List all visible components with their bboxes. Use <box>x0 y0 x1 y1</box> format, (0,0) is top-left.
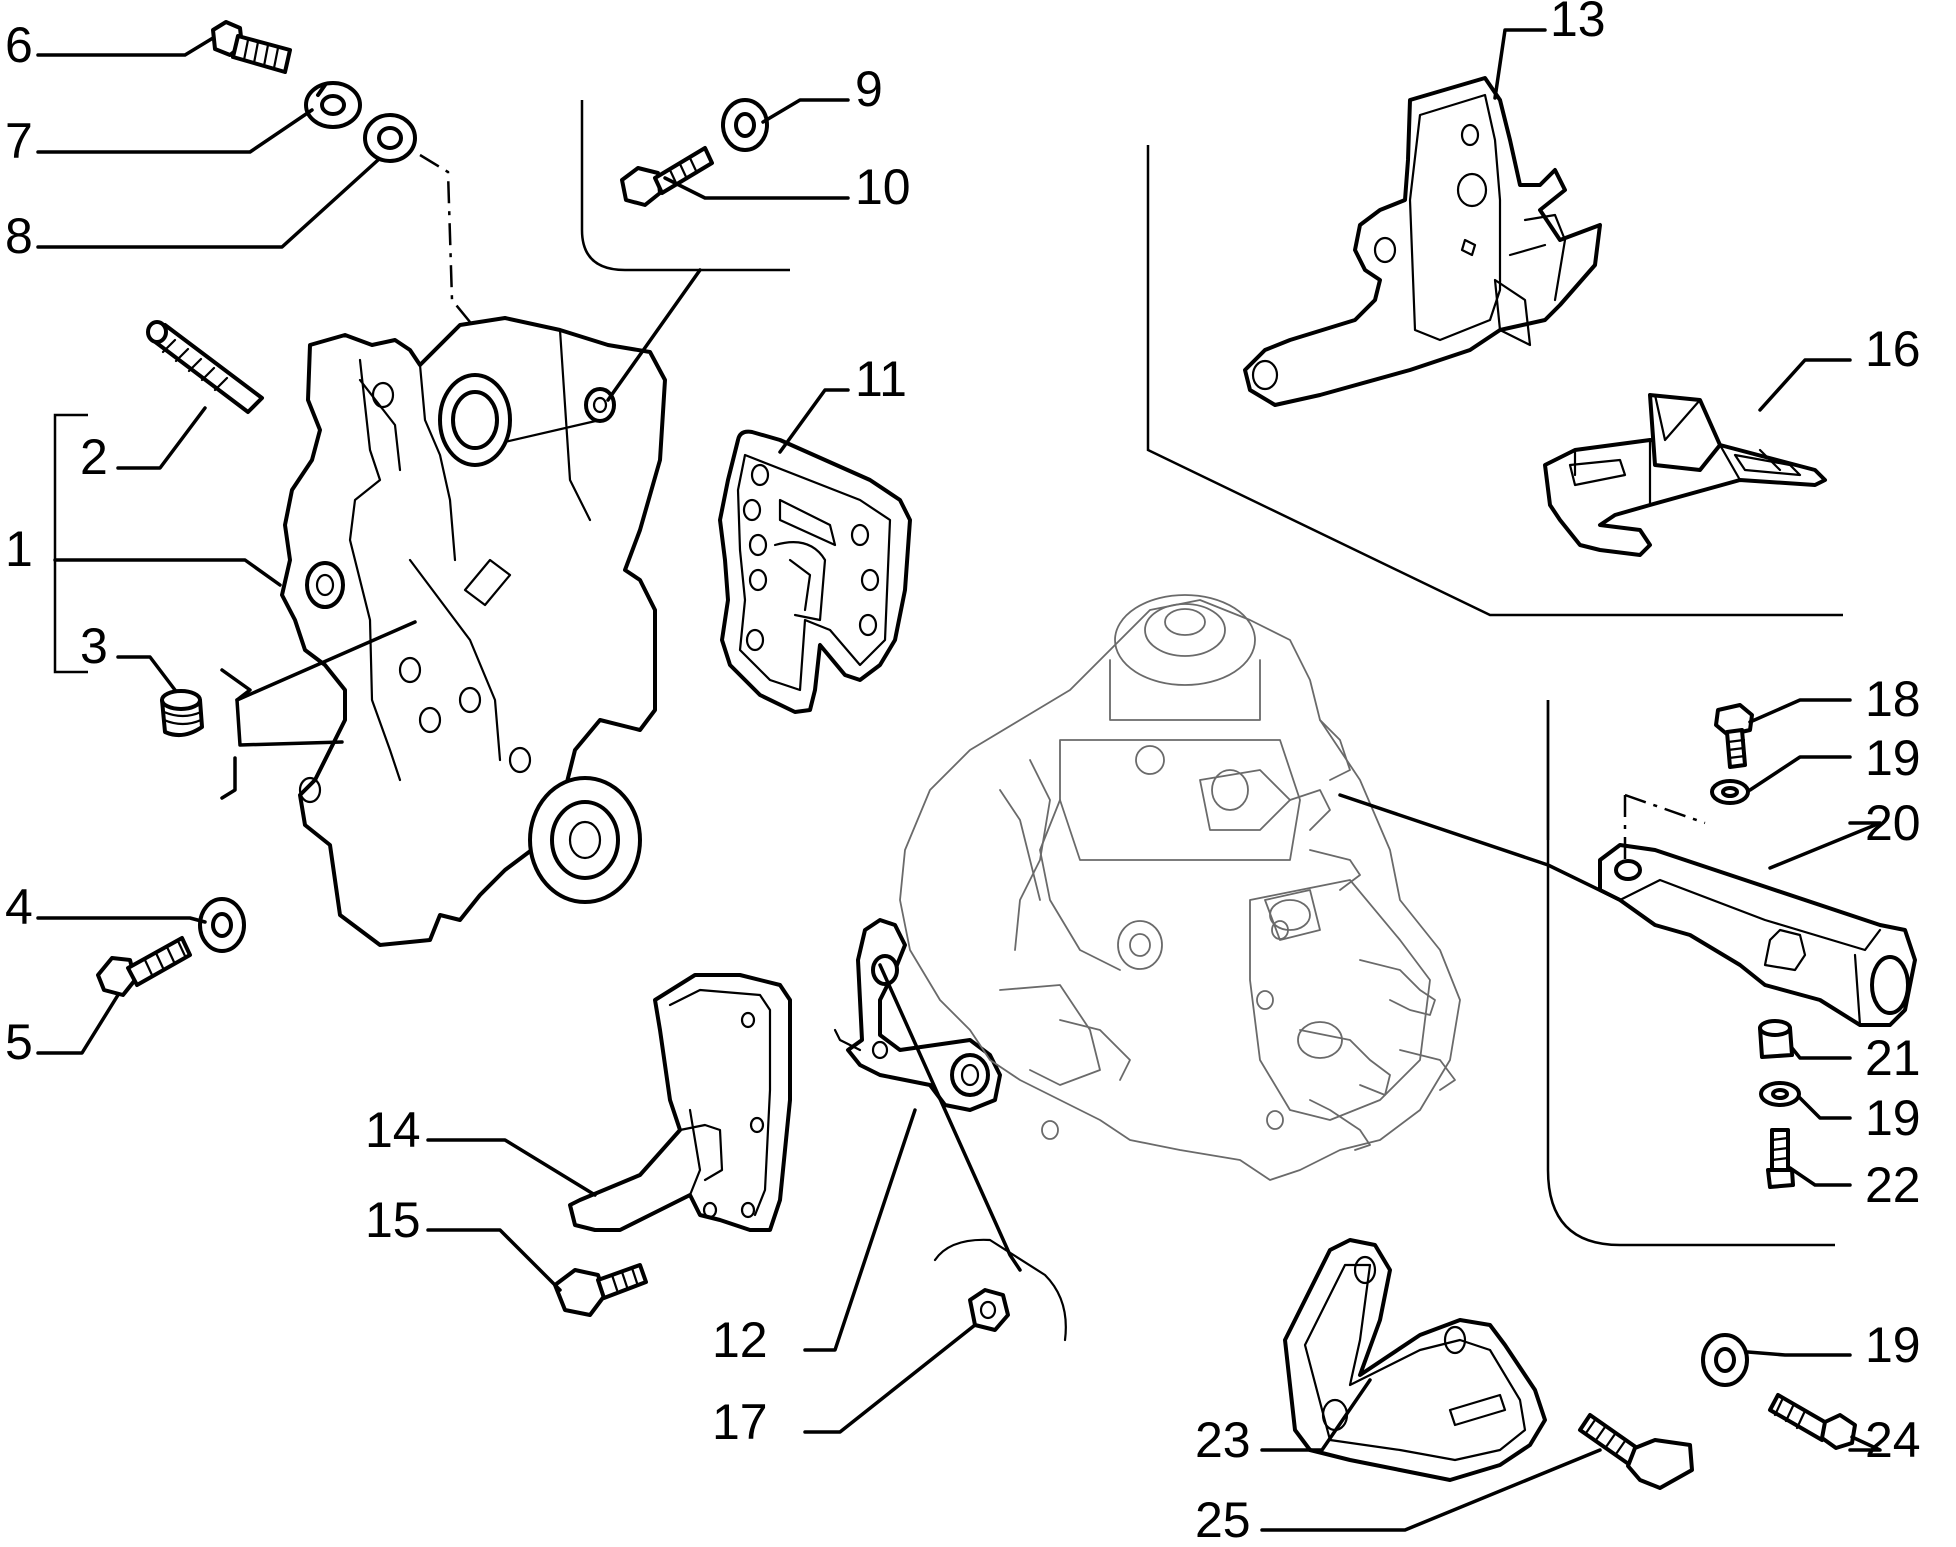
callout-1: 1 <box>5 521 33 577</box>
callout-24: 24 <box>1865 1412 1921 1468</box>
leader-19-bot <box>1746 1350 1852 1357</box>
leader-3c <box>235 698 344 747</box>
leader-18 <box>1748 698 1852 724</box>
part-21-sleeve <box>1758 1019 1794 1059</box>
leader-7 <box>36 108 314 154</box>
part-5-bolt <box>96 936 192 997</box>
part-8-washer <box>363 113 417 163</box>
callout-21: 21 <box>1865 1030 1921 1086</box>
part-1-front-cover <box>280 316 667 947</box>
leader-5 <box>36 993 120 1055</box>
leader-2 <box>116 406 207 470</box>
part-15-bracket <box>568 973 792 1232</box>
alignment-line-20 <box>1623 793 1706 860</box>
leader-8 <box>36 158 380 249</box>
callout-17: 15 <box>365 1192 421 1248</box>
injection-pump-ghost <box>899 594 1461 1181</box>
callout-5: 5 <box>5 1014 33 1070</box>
leader-9 <box>761 98 850 124</box>
callout-19-bot: 19 <box>1865 1317 1921 1373</box>
part-19-washer-middle <box>1759 1081 1801 1107</box>
callout-18: 18 <box>1865 671 1921 727</box>
leader-12 <box>803 1108 917 1352</box>
group-bracket-1-3 <box>53 413 88 674</box>
outline-arc-near-14 <box>933 1238 1067 1342</box>
part-24-bolt <box>1768 1393 1857 1450</box>
part-25-bolt <box>1578 1413 1694 1490</box>
leader-3d <box>220 756 237 800</box>
callout-7: 7 <box>5 113 33 169</box>
leader-25 <box>1260 1448 1602 1532</box>
part-4-washer <box>198 897 246 953</box>
leader-22 <box>1788 1166 1852 1187</box>
part-17-bolt <box>553 1263 648 1317</box>
callout-14: 17 <box>712 1394 768 1450</box>
leader-23 <box>1260 1378 1372 1452</box>
callout-6: 6 <box>5 17 33 73</box>
callout-15: 14 <box>365 1102 421 1158</box>
callout-22: 22 <box>1865 1157 1921 1213</box>
leader-14 <box>803 1323 977 1434</box>
grouping-frames <box>53 100 1843 1247</box>
part-3-plug <box>160 689 204 738</box>
leader-4 <box>36 916 207 924</box>
leader-1 <box>53 558 282 587</box>
callout-16: 16 <box>1865 321 1921 377</box>
part-22-bolt <box>1766 1128 1795 1189</box>
leader-pump <box>1338 793 1622 902</box>
leader-19-mid <box>1798 1096 1852 1120</box>
leader-lines <box>36 28 1882 1532</box>
callout-8: 8 <box>5 208 33 264</box>
part-13-bracket <box>1243 76 1602 407</box>
part-20-bracket <box>1598 843 1917 1027</box>
leader-13 <box>1493 28 1547 100</box>
part-18-bolt <box>1714 703 1754 769</box>
part-16-clip <box>1543 393 1827 557</box>
part-9-washer <box>721 98 769 152</box>
frame-top-right <box>1146 145 1843 617</box>
leader-21 <box>1790 1046 1852 1060</box>
leader-3b <box>220 620 417 702</box>
callout-3: 3 <box>80 618 108 674</box>
alignment-line-8 <box>419 153 471 323</box>
callout-2: 2 <box>80 429 108 485</box>
part-12-plate <box>833 918 1002 1112</box>
callout-23: 23 <box>1195 1412 1251 1468</box>
leader-12b <box>878 963 1022 1272</box>
frame-top-center <box>580 100 790 272</box>
part-6-bolt <box>211 20 292 74</box>
callout-9: 9 <box>855 61 883 117</box>
leader-11 <box>778 388 850 454</box>
part-19-washer-top <box>1710 779 1750 805</box>
leader-10b <box>606 268 702 402</box>
leader-19-top <box>1748 755 1852 792</box>
leader-6 <box>36 36 215 57</box>
callout-4: 4 <box>5 879 33 935</box>
part-19-washer-bottom <box>1701 1333 1749 1387</box>
leader-17 <box>426 1228 562 1292</box>
callout-20: 20 <box>1865 795 1921 851</box>
callout-13: 13 <box>1550 0 1606 47</box>
callout-12: 12 <box>712 1312 768 1368</box>
leader-3 <box>116 655 177 692</box>
callout-10: 10 <box>855 159 911 215</box>
leader-10 <box>663 176 850 200</box>
leader-15 <box>426 1138 597 1197</box>
callout-11: 11 <box>855 351 907 407</box>
leader-24 <box>1848 1435 1882 1452</box>
callout-25: 25 <box>1195 1492 1251 1547</box>
part-2-stud <box>146 320 264 414</box>
part-11-gasket <box>718 429 912 714</box>
leader-20 <box>1768 821 1882 870</box>
frame-mid-right <box>1546 700 1835 1247</box>
part-7-split-washer <box>304 81 362 129</box>
leader-16 <box>1758 358 1852 412</box>
callout-labels: 6 7 8 2 1 3 4 5 9 10 11 13 16 18 19 20 2… <box>5 0 1921 1547</box>
callout-19-mid: 19 <box>1865 1090 1921 1146</box>
callout-19-top: 19 <box>1865 730 1921 786</box>
